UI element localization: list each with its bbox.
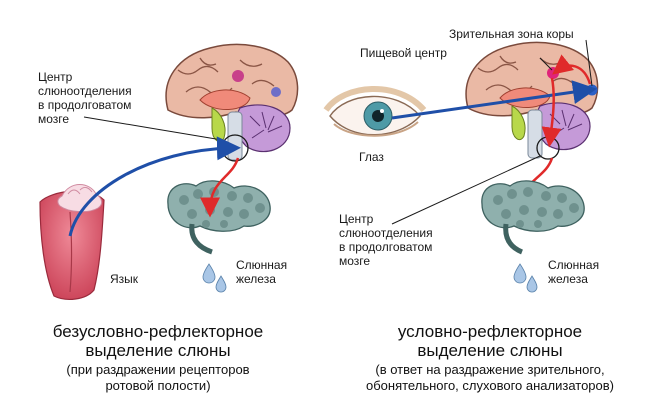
left-gland-label-line: железа — [236, 272, 276, 286]
left-title-line: выделение слюны — [85, 341, 231, 360]
left-subtitle-line: ротовой полости) — [105, 378, 211, 393]
right-subtitle-line: (в ответ на раздражение зрительного, — [375, 362, 605, 377]
visual-zone-leader — [585, 39, 593, 87]
left-center-label-line: в продолговатом — [38, 98, 132, 112]
left-subtitle-line: (при раздражении рецепторов — [66, 362, 250, 377]
right-brain — [465, 41, 599, 159]
right-cortex-arrow — [552, 54, 592, 85]
right-gland-label-line: железа — [548, 272, 588, 286]
right-gland-label: Слюнная железа — [548, 258, 599, 286]
right-center-label-line: мозге — [339, 254, 371, 268]
right-center-label-line: слюноотделения — [339, 226, 433, 240]
right-gland-label-line: Слюнная — [548, 258, 600, 272]
left-center-label: Центр слюноотделения в продолговатом моз… — [38, 70, 132, 126]
left-brain — [165, 43, 299, 161]
visual-zone-dot — [586, 84, 598, 96]
left-gland-label-line: Слюнная — [236, 258, 288, 272]
right-gland — [481, 180, 585, 293]
left-subtitle: (при раздражении рецепторов ротовой поло… — [8, 362, 308, 394]
right-subtitle: (в ответ на раздражение зрительного, обо… — [322, 362, 658, 394]
left-afferent-arrow — [68, 136, 241, 237]
left-efferent-arrow — [200, 157, 240, 218]
left-title-line: безусловно-рефлекторное — [52, 322, 264, 341]
eye-label: Глаз — [359, 150, 384, 164]
right-center-label: Центр слюноотделения в продолговатом моз… — [339, 212, 433, 268]
right-center-leader — [391, 155, 541, 225]
left-title: безусловно-рефлекторное выделение слюны — [8, 322, 308, 360]
right-afferent-arrow — [391, 80, 597, 120]
eye-illustration — [323, 86, 427, 137]
left-center-label-line: слюноотделения — [38, 84, 132, 98]
left-center-label-line: Центр — [38, 70, 73, 84]
right-subtitle-line: обонятельного, слухового анализаторов) — [366, 378, 614, 393]
left-center-label-line: мозге — [38, 112, 70, 126]
tongue-label: Язык — [110, 272, 139, 286]
right-center-label-line: Центр — [339, 212, 374, 226]
food-center-leader — [539, 57, 553, 71]
right-center-label-line: в продолговатом — [339, 240, 433, 254]
food-center-dot — [547, 67, 559, 79]
right-title-line: выделение слюны — [417, 341, 563, 360]
right-descending-arrow — [541, 77, 562, 148]
right-title: условно-рефлекторное выделение слюны — [330, 322, 650, 360]
tongue-illustration — [39, 184, 105, 300]
left-center-leader — [83, 116, 223, 141]
food-center-label: Пищевой центр — [360, 46, 447, 60]
visual-zone-label: Зрительная зона коры — [449, 27, 574, 41]
right-title-line: условно-рефлекторное — [397, 322, 583, 341]
left-gland-label: Слюнная железа — [236, 258, 287, 286]
